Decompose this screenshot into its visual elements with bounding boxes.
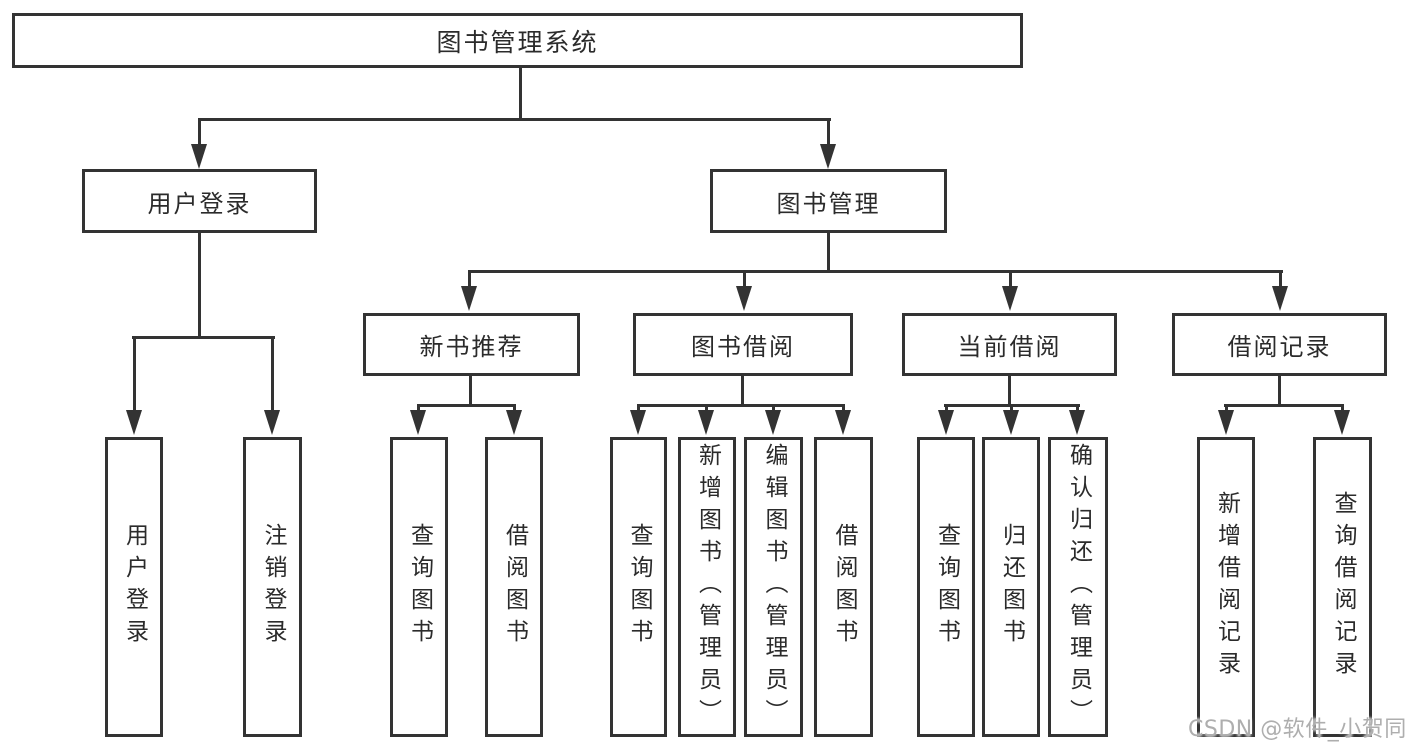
arrow-down-icon <box>410 404 427 435</box>
arrow-down-icon <box>820 118 837 169</box>
arrow-down-icon <box>938 404 955 435</box>
connector-line <box>468 270 1283 273</box>
connector-line <box>519 68 522 118</box>
node-borrow-records: 借阅记录 <box>1172 313 1387 376</box>
leaf-add-books-admin-label: 新增图书（管理员） <box>694 443 721 731</box>
leaf-borrow-books-borrow-label: 借阅图书 <box>831 523 857 651</box>
leaf-borrow-books-newbook-label: 借阅图书 <box>501 523 528 651</box>
arrow-down-icon <box>1002 270 1019 311</box>
arrow-down-icon <box>835 404 852 435</box>
arrow-down-icon <box>736 270 753 311</box>
leaf-query-borrow-record-label: 查询借阅记录 <box>1330 491 1356 683</box>
arrow-down-icon <box>126 337 143 435</box>
connector-line <box>417 404 516 407</box>
leaf-user-login-label: 用户登录 <box>121 523 148 651</box>
leaf-edit-books-admin-label: 编辑图书（管理员） <box>761 443 787 731</box>
connector-line <box>1278 376 1281 407</box>
arrow-down-icon <box>1334 404 1351 435</box>
leaf-add-borrow-record: 新增借阅记录 <box>1197 437 1255 737</box>
connector-line <box>469 376 472 407</box>
connector-line <box>198 118 831 121</box>
leaf-return-books-label: 归还图书 <box>998 523 1025 651</box>
arrow-down-icon <box>264 337 281 435</box>
connector-line <box>1008 376 1011 407</box>
arrow-down-icon <box>1272 270 1289 311</box>
node-book-management: 图书管理 <box>710 169 947 233</box>
leaf-borrow-books-newbook: 借阅图书 <box>485 437 543 737</box>
arrow-down-icon <box>1003 404 1020 435</box>
arrow-down-icon <box>630 404 647 435</box>
node-current-borrow: 当前借阅 <box>902 313 1117 376</box>
arrow-down-icon <box>461 270 478 311</box>
arrow-down-icon <box>1069 404 1086 435</box>
leaf-logout-label: 注销登录 <box>260 523 286 651</box>
leaf-query-books-newbook: 查询图书 <box>390 437 448 737</box>
leaf-query-books-borrow-label: 查询图书 <box>626 523 652 651</box>
node-library-system: 图书管理系统 <box>12 13 1023 68</box>
node-user-login: 用户登录 <box>82 169 317 233</box>
leaf-confirm-return-admin: 确认归还（管理员） <box>1048 437 1108 737</box>
leaf-borrow-books-borrow: 借阅图书 <box>814 437 873 737</box>
leaf-query-books-borrow: 查询图书 <box>610 437 667 737</box>
leaf-add-books-admin: 新增图书（管理员） <box>678 437 736 737</box>
leaf-query-books-current: 查询图书 <box>917 437 975 737</box>
leaf-return-books: 归还图书 <box>982 437 1040 737</box>
node-book-borrow: 图书借阅 <box>633 313 853 376</box>
arrow-down-icon <box>1218 404 1235 435</box>
connector-line <box>198 233 201 339</box>
arrow-down-icon <box>698 404 715 435</box>
node-new-book-recommend: 新书推荐 <box>363 313 580 376</box>
leaf-query-books-current-label: 查询图书 <box>933 523 960 651</box>
arrow-down-icon <box>191 118 208 169</box>
connector-line <box>637 404 845 407</box>
leaf-user-login: 用户登录 <box>105 437 163 737</box>
leaf-logout: 注销登录 <box>243 437 302 737</box>
leaf-query-books-newbook-label: 查询图书 <box>406 523 433 651</box>
arrow-down-icon <box>765 404 782 435</box>
leaf-add-borrow-record-label: 新增借阅记录 <box>1213 491 1240 683</box>
leaf-edit-books-admin: 编辑图书（管理员） <box>744 437 803 737</box>
connector-line <box>132 336 275 339</box>
connector-line <box>827 233 830 273</box>
leaf-query-borrow-record: 查询借阅记录 <box>1313 437 1372 737</box>
csdn-watermark: CSDN @软件_小贺同学 <box>1188 717 1405 742</box>
leaf-confirm-return-admin-label: 确认归还（管理员） <box>1065 443 1092 731</box>
connector-line <box>741 376 744 407</box>
arrow-down-icon <box>506 404 523 435</box>
connector-line <box>1224 404 1344 407</box>
